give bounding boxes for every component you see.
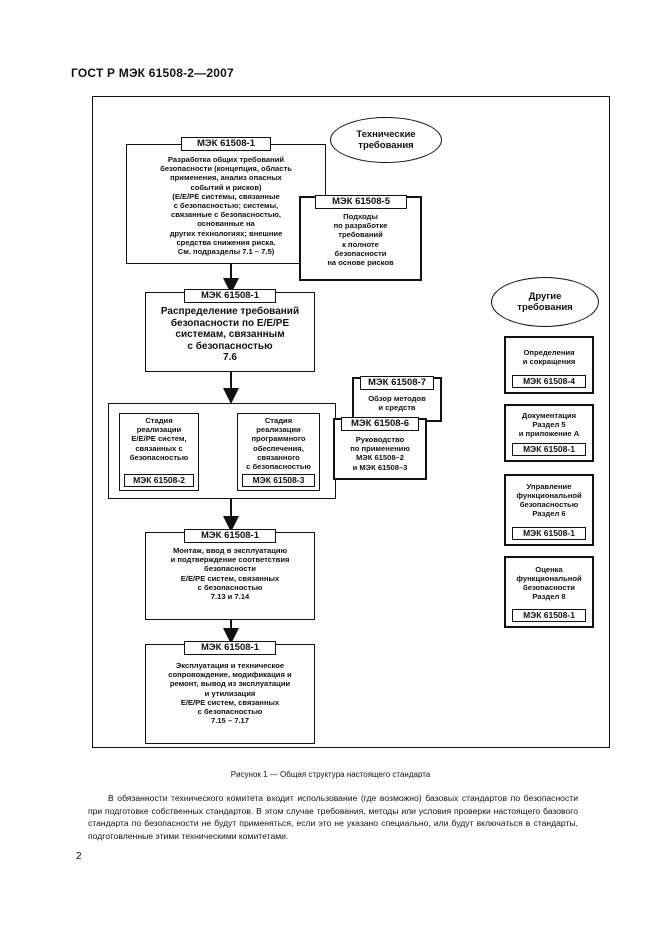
technical-requirements-ellipse: Технические требования bbox=[330, 117, 442, 163]
box-text: Эксплуатация и техническое сопровождение… bbox=[168, 661, 292, 726]
body-paragraph: В обязанности технического комитета вход… bbox=[88, 793, 578, 841]
standard-tag: МЭК 61508-2 bbox=[124, 474, 194, 487]
assessment-box: Оценка функциональной безопасности Разде… bbox=[504, 556, 594, 628]
risk-approach-box: МЭК 61508-5 Подходы по разработке требов… bbox=[299, 195, 422, 281]
side-box-text: Оценка функциональной безопасности Разде… bbox=[516, 565, 582, 601]
side-box-text: Документация Раздел 5 и приложение А bbox=[518, 411, 580, 438]
side-box-text: Управление функциональной безопасностью … bbox=[516, 482, 582, 518]
box-text: Стадия реализации программного обеспечен… bbox=[246, 416, 311, 472]
standard-tag: МЭК 61508-7 bbox=[360, 376, 434, 390]
standard-tag: МЭК 61508-1 bbox=[184, 289, 276, 303]
box-text: Распределение требований безопасности по… bbox=[160, 306, 300, 364]
box-text: Монтаж, ввод в эксплуатацию и подтвержде… bbox=[170, 546, 290, 602]
other-requirements-ellipse: Другие требования bbox=[491, 277, 599, 327]
standard-tag: МЭК 61508-4 bbox=[512, 375, 586, 388]
documentation-box: Документация Раздел 5 и приложение А МЭК… bbox=[504, 404, 594, 462]
allocation-box: МЭК 61508-1 Распределение требований без… bbox=[145, 289, 315, 372]
box-text: Стадия реализации Е/Е/РЕ систем, связанн… bbox=[129, 416, 189, 462]
hardware-stage-box: Стадия реализации Е/Е/РЕ систем, связанн… bbox=[119, 413, 199, 491]
side-box-text: Определения и сокращения bbox=[522, 348, 576, 366]
box-text: Руководство по применению МЭК 61508–2 и … bbox=[350, 435, 410, 472]
standard-tag: МЭК 61508-5 bbox=[315, 195, 407, 209]
standard-tag: МЭК 61508-1 bbox=[512, 527, 586, 540]
page-number: 2 bbox=[76, 851, 82, 862]
box-text: Подходы по разработке требований к полно… bbox=[327, 212, 394, 268]
standard-tag: МЭК 61508-6 bbox=[341, 417, 419, 431]
standard-tag: МЭК 61508-1 bbox=[181, 137, 271, 151]
methods-overview-box: МЭК 61508-7 Обзор методов и средств bbox=[352, 376, 442, 422]
management-box: Управление функциональной безопасностью … bbox=[504, 474, 594, 546]
software-stage-box: Стадия реализации программного обеспечен… bbox=[237, 413, 320, 491]
definitions-box: Определения и сокращения МЭК 61508-4 bbox=[504, 336, 594, 394]
general-requirements-box: МЭК 61508-1 Разработка общих требований … bbox=[126, 137, 326, 264]
installation-box: МЭК 61508-1 Монтаж, ввод в эксплуатацию … bbox=[145, 529, 315, 620]
document-header: ГОСТ Р МЭК 61508-2—2007 bbox=[71, 66, 234, 80]
standard-tag: МЭК 61508-3 bbox=[242, 474, 315, 487]
operation-box: МЭК 61508-1 Эксплуатация и техническое с… bbox=[145, 641, 315, 744]
standard-tag: МЭК 61508-1 bbox=[512, 443, 586, 456]
box-text: Разработка общих требований безопасности… bbox=[160, 155, 292, 257]
guidance-box: МЭК 61508-6 Руководство по применению МЭ… bbox=[333, 417, 427, 480]
figure-caption: Рисунок 1 — Общая структура настоящего с… bbox=[230, 770, 431, 779]
figure-frame bbox=[92, 96, 610, 748]
box-text: Обзор методов и средств bbox=[368, 394, 426, 413]
standard-tag: МЭК 61508-1 bbox=[184, 641, 276, 655]
standard-tag: МЭК 61508-1 bbox=[512, 609, 586, 622]
standard-tag: МЭК 61508-1 bbox=[184, 529, 276, 543]
